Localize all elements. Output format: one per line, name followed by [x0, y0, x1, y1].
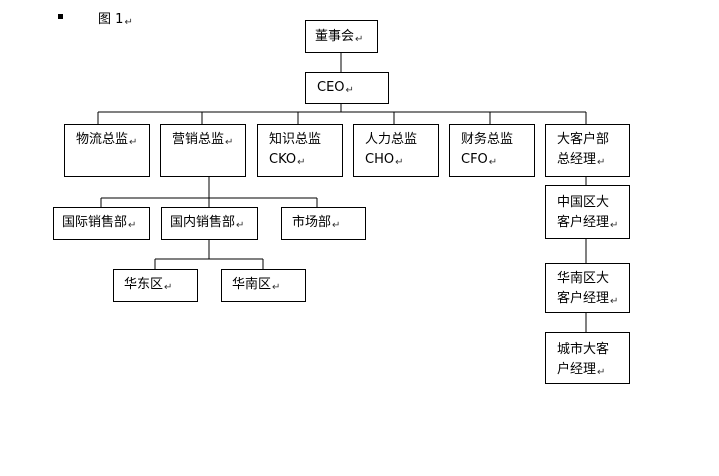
paragraph-mark: ↵: [129, 137, 138, 148]
paragraph-mark: ↵: [597, 157, 606, 168]
cko-box: 知识总监 CKO↵: [257, 124, 343, 177]
paragraph-mark: ↵: [355, 34, 364, 45]
marketing-director-label: 营销总监: [172, 132, 225, 147]
cfo-label-line1: 财务总监: [461, 132, 514, 147]
logistics-director-label: 物流总监: [76, 132, 129, 147]
china-ka-manager-line1: 中国区大: [557, 195, 610, 210]
cko-label-line1: 知识总监: [269, 132, 322, 147]
south-china-box: 华南区↵: [221, 269, 306, 302]
south-china-label: 华南区: [232, 277, 272, 292]
paragraph-mark: ↵: [272, 282, 281, 293]
paragraph-mark: ↵: [395, 157, 404, 168]
board-box: 董事会↵: [305, 20, 378, 53]
paragraph-mark: ↵: [124, 17, 133, 28]
key-account-gm-label-line1: 大客户部: [557, 132, 610, 147]
cko-label-line2: CKO: [269, 152, 297, 167]
city-ka-manager-box: 城市大客 户经理↵: [545, 332, 630, 384]
south-ka-manager-line1: 华南区大: [557, 271, 610, 286]
board-label: 董事会: [315, 29, 355, 44]
ceo-box: CEO↵: [305, 72, 389, 104]
cho-label-line2: CHO: [365, 152, 395, 167]
paragraph-mark: ↵: [597, 367, 606, 378]
cho-label-line1: 人力总监: [365, 132, 418, 147]
domestic-sales-label: 国内销售部: [170, 215, 236, 230]
east-china-label: 华东区: [124, 277, 164, 292]
cho-box: 人力总监 CHO↵: [353, 124, 439, 177]
paragraph-mark: ↵: [345, 85, 354, 96]
market-dept-box: 市场部↵: [281, 207, 366, 240]
logistics-director-box: 物流总监↵: [64, 124, 150, 177]
paragraph-mark: ↵: [164, 282, 173, 293]
key-account-gm-label-line2: 总经理: [557, 152, 597, 167]
paragraph-mark: ↵: [332, 220, 341, 231]
paragraph-mark: ↵: [225, 137, 234, 148]
domestic-sales-box: 国内销售部↵: [161, 207, 258, 240]
paragraph-mark: ↵: [610, 220, 619, 231]
east-china-box: 华东区↵: [113, 269, 198, 302]
key-account-gm-box: 大客户部 总经理↵: [545, 124, 630, 177]
paragraph-mark: ↵: [128, 220, 137, 231]
cfo-label-line2: CFO: [461, 152, 488, 167]
intl-sales-box: 国际销售部↵: [53, 207, 150, 240]
south-ka-manager-line2: 客户经理: [557, 291, 610, 306]
intl-sales-label: 国际销售部: [62, 215, 128, 230]
south-ka-manager-box: 华南区大 客户经理↵: [545, 263, 630, 313]
marketing-director-box: 营销总监↵: [160, 124, 246, 177]
cfo-box: 财务总监 CFO↵: [449, 124, 535, 177]
bullet-point: [58, 14, 63, 19]
paragraph-mark: ↵: [297, 157, 306, 168]
figure-caption: 图 1↵: [98, 11, 133, 32]
city-ka-manager-line1: 城市大客: [557, 342, 610, 357]
paragraph-mark: ↵: [610, 296, 619, 307]
caption-label: 图: [98, 12, 112, 27]
china-ka-manager-box: 中国区大 客户经理↵: [545, 185, 630, 239]
market-dept-label: 市场部: [292, 215, 332, 230]
paragraph-mark: ↵: [236, 220, 245, 231]
caption-number: 1: [115, 12, 124, 27]
city-ka-manager-line2: 户经理: [557, 362, 597, 377]
ceo-label: CEO: [317, 80, 345, 95]
china-ka-manager-line2: 客户经理: [557, 215, 610, 230]
paragraph-mark: ↵: [488, 157, 498, 168]
